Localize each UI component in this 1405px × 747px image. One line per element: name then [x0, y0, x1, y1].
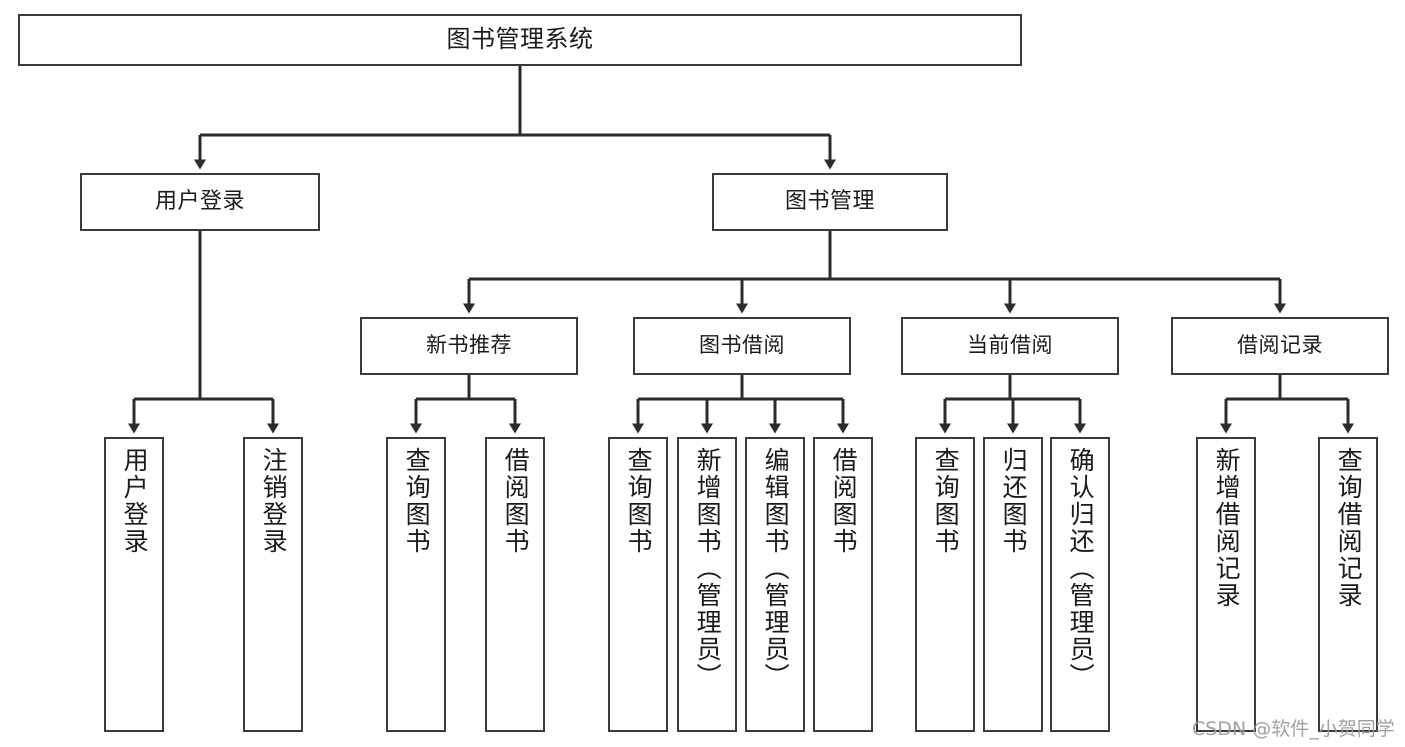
node-label: 确认归还（管理员） — [1066, 447, 1096, 690]
node-label: 新增借阅记录 — [1212, 447, 1242, 609]
node-label: 图书管理 — [784, 188, 875, 214]
node-root[interactable]: 图书管理系统 — [18, 14, 1022, 66]
node-leaf-user-logout[interactable]: 注销登录 — [243, 437, 303, 732]
node-leaf-bw-query[interactable]: 查询图书 — [608, 437, 668, 732]
node-current[interactable]: 当前借阅 — [901, 317, 1119, 375]
node-label: 用户登录 — [154, 188, 245, 214]
node-leaf-cur-query[interactable]: 查询图书 — [915, 437, 975, 732]
node-leaf-cur-confirm[interactable]: 确认归还（管理员） — [1050, 437, 1110, 732]
node-label: 图书借阅 — [699, 333, 785, 358]
node-label: 查询图书 — [624, 447, 654, 555]
node-label: 新增图书（管理员） — [693, 447, 723, 690]
node-borrow[interactable]: 图书借阅 — [633, 317, 851, 375]
node-label: 注销登录 — [259, 447, 289, 555]
node-label: 借阅记录 — [1237, 333, 1323, 358]
node-label: 查询图书 — [931, 447, 961, 555]
node-records[interactable]: 借阅记录 — [1171, 317, 1389, 375]
node-leaf-bw-edit[interactable]: 编辑图书（管理员） — [745, 437, 805, 732]
node-leaf-user-login[interactable]: 用户登录 — [104, 437, 164, 732]
node-label: 借阅图书 — [829, 447, 859, 555]
node-label: 归还图书 — [999, 447, 1029, 555]
node-label: 图书管理系统 — [446, 25, 594, 54]
node-label: 借阅图书 — [501, 447, 531, 555]
node-leaf-rec-query[interactable]: 查询借阅记录 — [1318, 437, 1378, 732]
node-leaf-rec-add[interactable]: 新增借阅记录 — [1196, 437, 1256, 732]
node-leaf-bw-add[interactable]: 新增图书（管理员） — [677, 437, 737, 732]
node-label: 当前借阅 — [967, 333, 1053, 358]
node-leaf-new-query[interactable]: 查询图书 — [386, 437, 446, 732]
node-newrec[interactable]: 新书推荐 — [360, 317, 578, 375]
node-label: 新书推荐 — [426, 333, 512, 358]
csdn-watermark: CSDN @软件_小贺同学 — [1192, 718, 1395, 740]
node-label: 用户登录 — [120, 447, 150, 555]
node-bookmgmt[interactable]: 图书管理 — [712, 173, 948, 231]
node-label: 编辑图书（管理员） — [761, 447, 791, 690]
node-leaf-bw-borrow[interactable]: 借阅图书 — [813, 437, 873, 732]
node-login[interactable]: 用户登录 — [80, 173, 320, 231]
node-label: 查询图书 — [402, 447, 432, 555]
node-leaf-new-borrow[interactable]: 借阅图书 — [485, 437, 545, 732]
node-leaf-cur-return[interactable]: 归还图书 — [983, 437, 1043, 732]
node-label: 查询借阅记录 — [1334, 447, 1364, 609]
